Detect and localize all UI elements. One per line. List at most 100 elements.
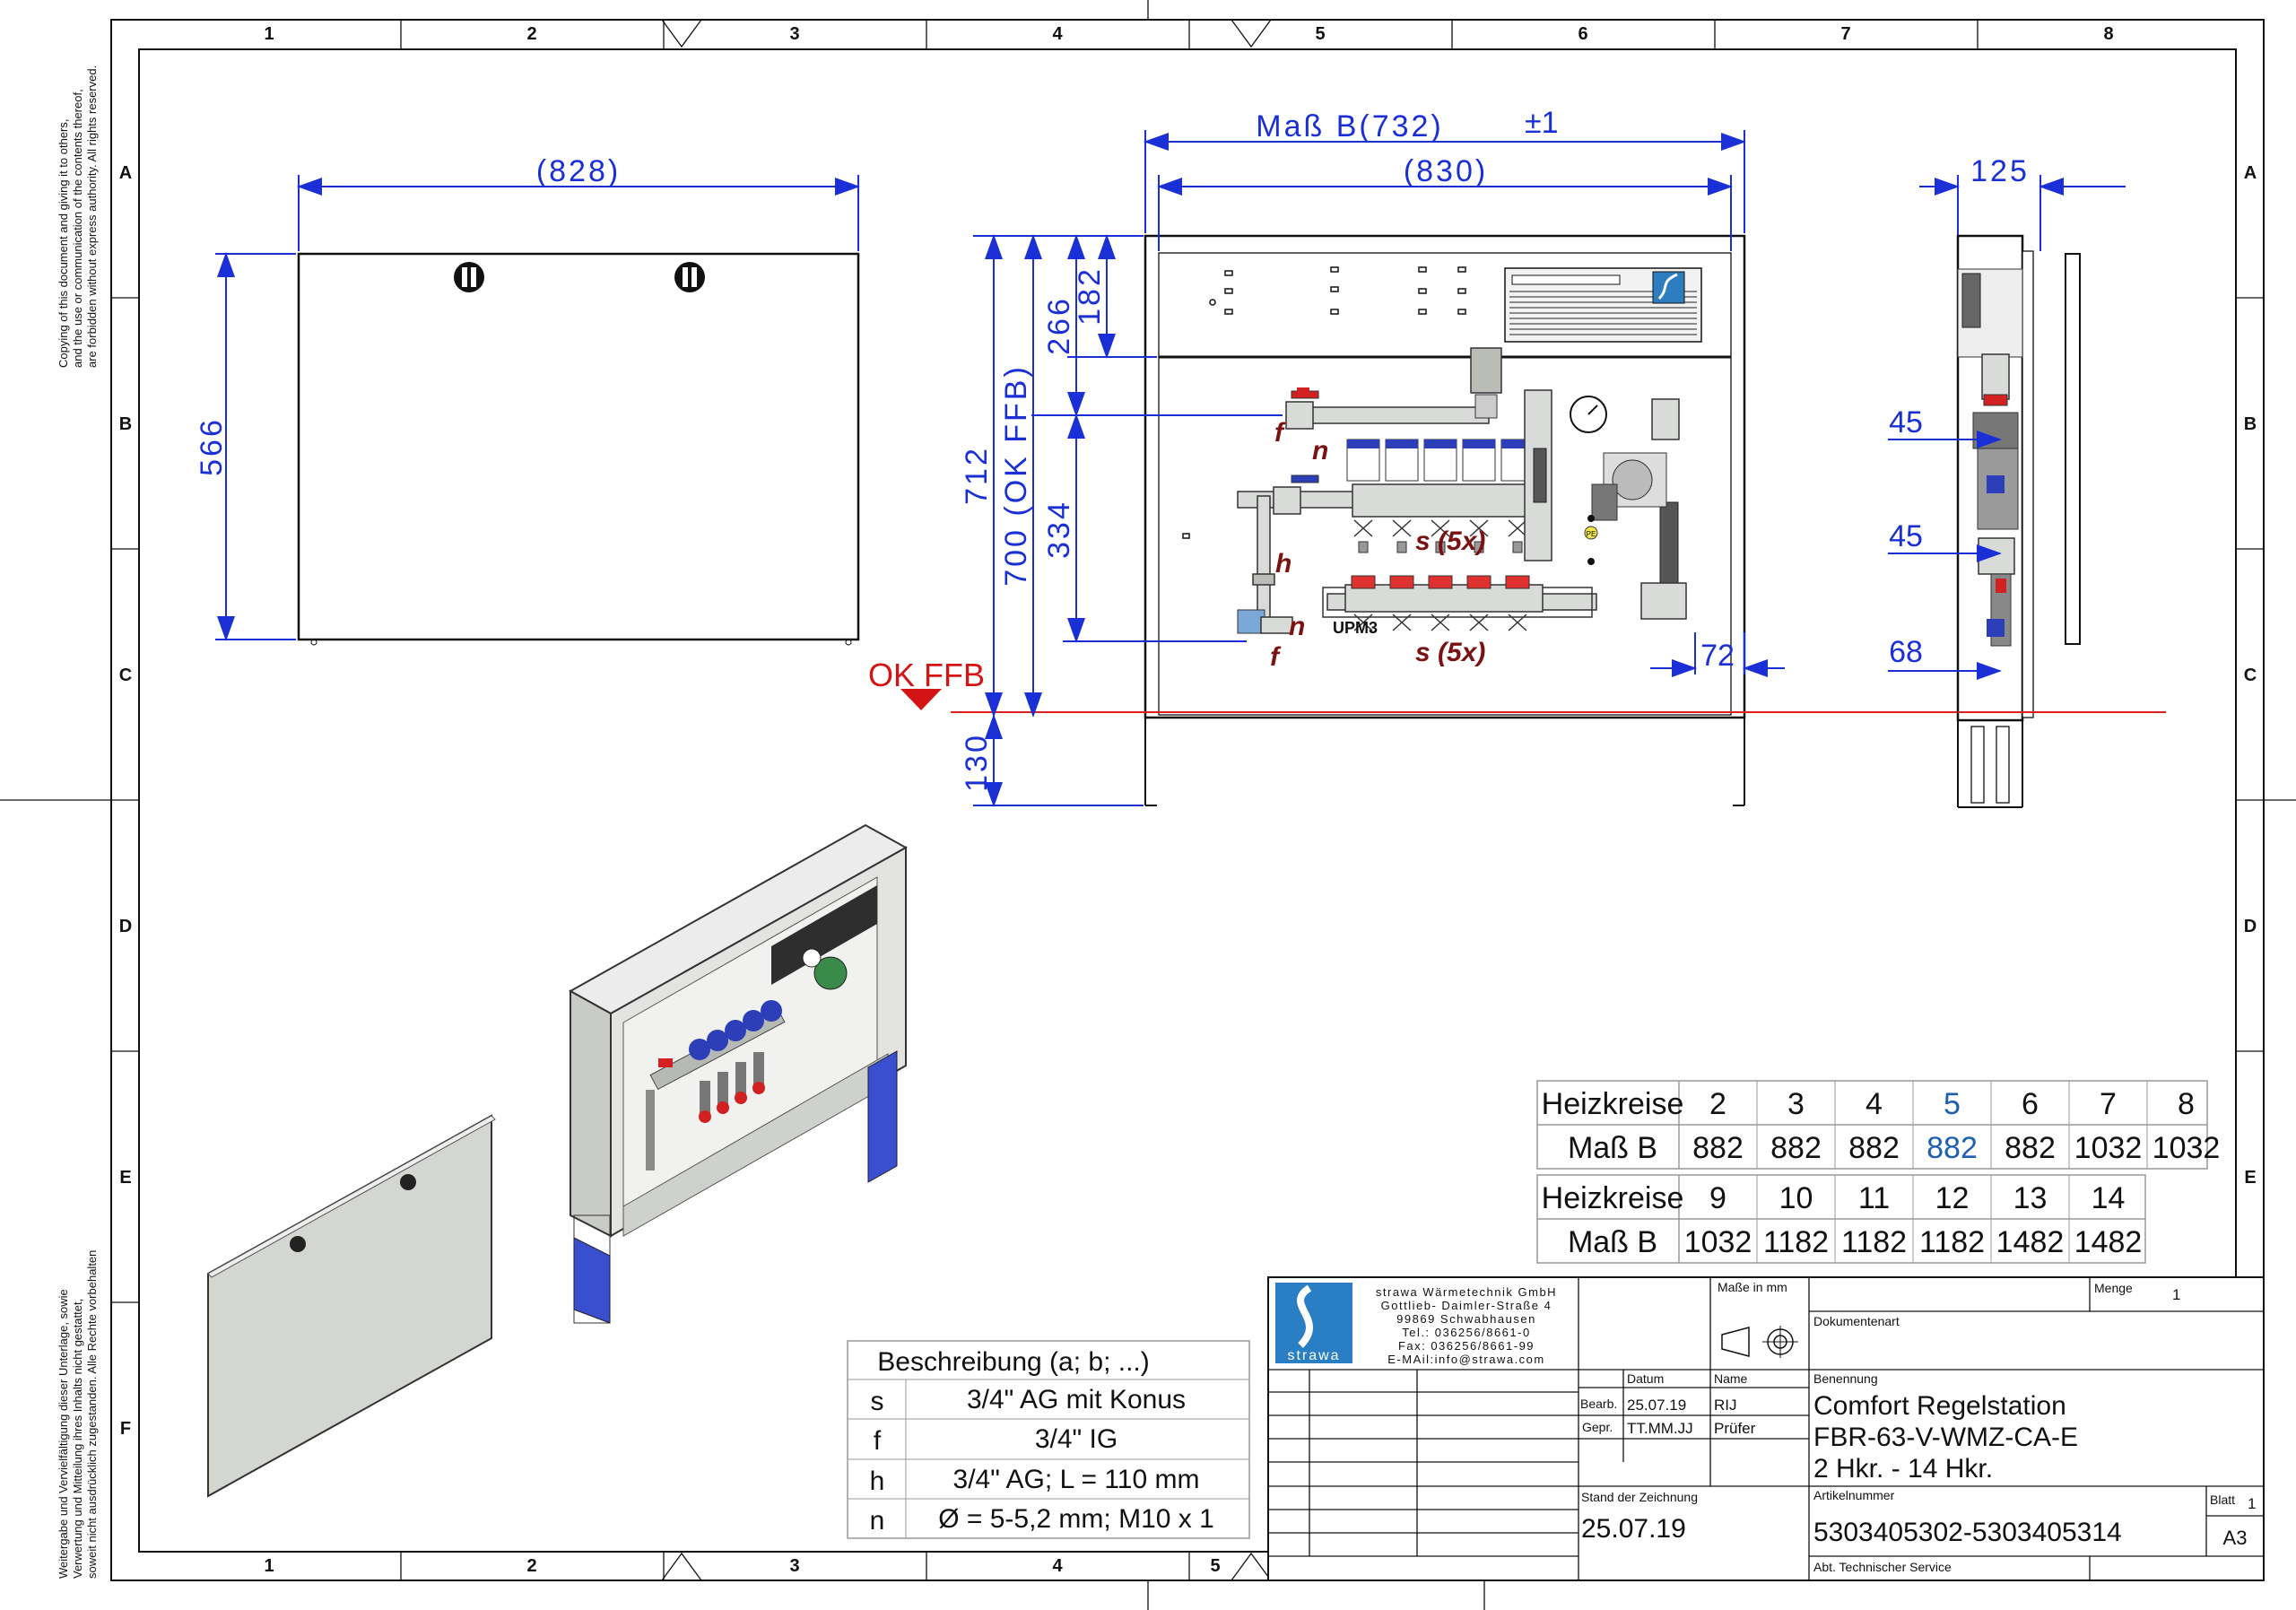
dim-side-45-top: 45: [1889, 405, 1923, 439]
isometric-cabinet: [568, 823, 909, 1324]
stand-label: Stand der Zeichnung: [1581, 1490, 1698, 1504]
size_table_1-heizkreise-cell: 7: [2100, 1087, 2117, 1121]
size-table-2-label-mass: Maß B: [1568, 1225, 1657, 1259]
dim-182: 182: [1073, 266, 1107, 326]
svg-text:Verwertung und Mitteilung ihre: Verwertung und Mitteilung ihres Inhalts …: [71, 1299, 84, 1579]
size-table-1-label-heizkreise: Heizkreise: [1542, 1087, 1684, 1121]
dim-side-68: 68: [1889, 635, 1923, 669]
dim-front-width: (828): [536, 154, 621, 188]
size_table_1-heizkreise-cell: 6: [2022, 1087, 2039, 1121]
size_table_1-mass-cell: 882: [1926, 1131, 1978, 1165]
size_table_2-mass-cell: 1482: [2074, 1225, 2143, 1259]
size_table_1-heizkreise-cell: 4: [1866, 1087, 1883, 1121]
grid-col-2: 2: [526, 24, 536, 44]
size_table_1-mass-cell: 882: [1770, 1131, 1822, 1165]
description-key-f: f: [874, 1426, 882, 1456]
lock-circle-left: [454, 262, 484, 292]
dim-266: 266: [1042, 296, 1076, 355]
front-cover-view: [215, 175, 860, 646]
title-line-1: Comfort Regelstation: [1813, 1391, 2066, 1421]
grid-row-b: B: [119, 414, 132, 434]
size-table-2: [1536, 1174, 2146, 1264]
dim-130: 130: [960, 733, 994, 792]
dim-334: 334: [1042, 500, 1076, 559]
marker-f-bottom: f: [1270, 642, 1282, 672]
grid-col-bottom-3: 3: [789, 1556, 799, 1576]
grid-col-8: 8: [2103, 24, 2113, 44]
return-manifold: [1344, 541, 1544, 631]
dim-side-45-bottom: 45: [1889, 519, 1923, 553]
title-line-2: FBR-63-V-WMZ-CA-E: [1813, 1423, 2078, 1452]
size-table-1: [1536, 1080, 2208, 1170]
gepr-name: Prüfer: [1714, 1420, 1756, 1437]
size_table_1-mass-cell: 1032: [2152, 1131, 2221, 1165]
benennung-label: Benennung: [1813, 1371, 1878, 1386]
description-value-s: 3/4" AG mit Konus: [967, 1385, 1186, 1414]
size_table_2-mass-cell: 1182: [1763, 1225, 1829, 1259]
bearb-label: Bearb.: [1580, 1397, 1617, 1411]
gepr-date: TT.MM.JJ: [1627, 1420, 1693, 1437]
description-key-h: h: [870, 1466, 885, 1496]
dim-mass-b-tolerance: ±1: [1525, 106, 1559, 140]
size_table_1-mass-cell: 882: [1692, 1131, 1744, 1165]
size_table_2-mass-cell: 1482: [1996, 1225, 2065, 1259]
bearb-name: RIJ: [1714, 1397, 1737, 1414]
supply-manifold: [1346, 439, 1542, 537]
artikel-value: 5303405302-5303405314: [1813, 1518, 2122, 1547]
size-table-1-label-mass: Maß B: [1568, 1131, 1657, 1165]
size_table_2-heizkreise-cell: 14: [2092, 1181, 2126, 1215]
cabinet-dimensions: [973, 130, 1785, 807]
stand-value: 25.07.19: [1581, 1514, 1686, 1544]
name-label: Name: [1714, 1371, 1748, 1386]
grid-row-b-right: B: [2244, 414, 2257, 434]
description-value-f: 3/4" IG: [1035, 1424, 1118, 1454]
marker-s-bottom: s (5x): [1415, 638, 1485, 667]
format-label: A3: [2223, 1527, 2248, 1549]
size_table_1-heizkreise-cell: 2: [1709, 1087, 1726, 1121]
marker-h: h: [1275, 549, 1292, 579]
marker-f-top: f: [1274, 418, 1286, 448]
company-line-5: Fax: 036256/8661-99: [1398, 1339, 1535, 1353]
svg-text:soweit nicht ausdrücklich zuge: soweit nicht ausdrücklich zugestanden. A…: [85, 1250, 99, 1579]
description-key-s: s: [871, 1387, 884, 1416]
svg-text:Weitergabe und Vervielfältigun: Weitergabe und Vervielfältigung dieser U…: [57, 1289, 70, 1579]
description-header: Beschreibung (a; b; ...): [877, 1347, 1150, 1377]
dim-712: 712: [960, 446, 994, 505]
size_table_2-mass-cell: 1032: [1684, 1225, 1752, 1259]
pump-label: UPM3: [1333, 619, 1378, 637]
description-value-n: Ø = 5-5,2 mm; M10 x 1: [938, 1504, 1214, 1534]
grid-col-1: 1: [264, 24, 274, 44]
svg-text:Copying of this document and g: Copying of this document and giving it t…: [57, 119, 70, 369]
grid-col-6: 6: [1578, 24, 1587, 44]
size_table_2-heizkreise-cell: 9: [1709, 1181, 1726, 1215]
grid-col-4: 4: [1052, 24, 1063, 44]
grid-row-a: A: [119, 163, 132, 183]
grid-row-c: C: [119, 666, 132, 685]
grid-row-f: F: [120, 1419, 131, 1439]
grid-row-e: E: [119, 1168, 131, 1188]
company-line-6: E-MAil:info@strawa.com: [1387, 1353, 1545, 1366]
artikel-label: Artikelnummer: [1813, 1488, 1895, 1502]
size_table_2-mass-cell: 1182: [1841, 1225, 1907, 1259]
menge-label: Menge: [2094, 1281, 2133, 1295]
title-line-3: 2 Hkr. - 14 Hkr.: [1813, 1454, 1993, 1484]
size_table_2-mass-cell: 1182: [1919, 1225, 1985, 1259]
description-value-h: 3/4" AG; L = 110 mm: [953, 1465, 1200, 1494]
grid-col-5: 5: [1315, 24, 1325, 44]
grid-col-7: 7: [1840, 24, 1850, 44]
cabinet-front-view: PE: [951, 234, 2166, 806]
dim-700: 700 (OK FFB): [999, 364, 1033, 587]
description-table: [847, 1340, 1250, 1539]
floor-label: OK FFB: [868, 657, 985, 693]
dim-inner-width: (830): [1404, 154, 1488, 188]
strawa-logo: [1275, 1283, 1352, 1363]
grid-row-a-right: A: [2244, 163, 2257, 183]
dokumentenart-label: Dokumentenart: [1813, 1314, 1900, 1328]
dim-front-height: 566: [195, 417, 229, 476]
bearb-date: 25.07.19: [1627, 1397, 1686, 1414]
copyright-note-de: Weitergabe und Vervielfältigung dieser U…: [57, 1250, 99, 1579]
marker-s-top: s (5x): [1415, 527, 1485, 556]
floor-marker-icon: [900, 689, 942, 710]
grid-col-3: 3: [789, 24, 799, 44]
size_table_2-heizkreise-cell: 10: [1779, 1181, 1813, 1215]
